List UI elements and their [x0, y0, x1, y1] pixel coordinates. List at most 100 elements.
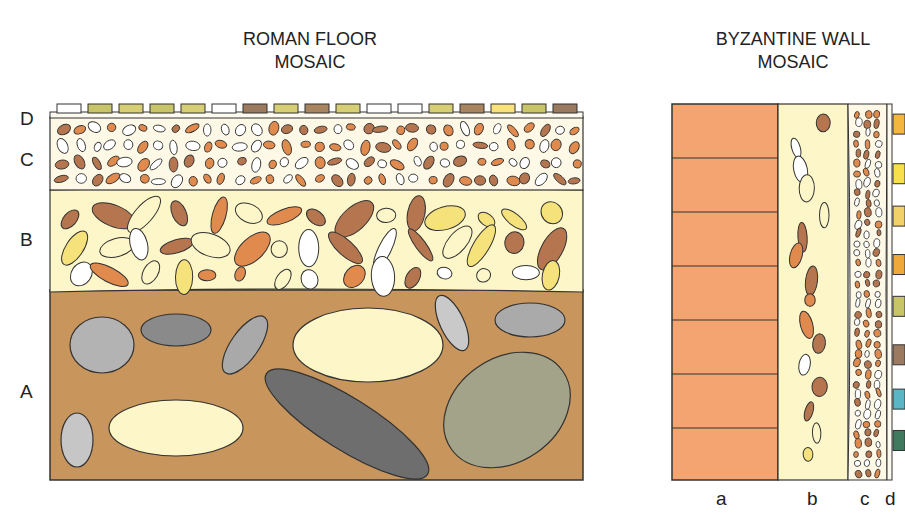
pebble [204, 157, 215, 169]
pebble [854, 328, 859, 337]
pebble [452, 154, 468, 168]
pebble [436, 266, 453, 281]
pebble [876, 441, 881, 448]
pebble [214, 139, 227, 150]
pebble [118, 172, 132, 184]
pebble [857, 211, 862, 220]
pebble [441, 172, 456, 189]
pebble [442, 123, 455, 137]
pebble [865, 338, 872, 348]
pebble [377, 159, 387, 169]
pebble [864, 390, 871, 399]
pebble [804, 265, 819, 296]
pebble [171, 123, 182, 134]
pebble [135, 139, 150, 155]
pebble [874, 291, 880, 298]
pebble [552, 171, 568, 186]
pebble [875, 387, 882, 397]
pebble [282, 173, 294, 185]
pebble [508, 157, 519, 168]
tessera [367, 104, 391, 113]
pebble [865, 428, 872, 436]
pebble [370, 256, 395, 297]
pebble [293, 155, 310, 171]
pebble [811, 377, 827, 397]
tessera [150, 104, 174, 113]
pebble [439, 158, 451, 169]
pebble [55, 159, 70, 170]
pebble [506, 123, 521, 138]
pebble [202, 173, 212, 185]
pebble [853, 170, 861, 178]
pebble [175, 260, 193, 295]
pebble [324, 227, 367, 268]
pebble [232, 199, 266, 228]
tessera [243, 104, 267, 113]
pebble [523, 138, 535, 151]
pebble [220, 123, 231, 136]
tessera [119, 104, 143, 113]
pebble [874, 341, 881, 348]
pebble [864, 330, 870, 338]
tessera [893, 345, 905, 365]
pebble [455, 139, 466, 150]
pebble [854, 311, 862, 319]
pebble [819, 202, 829, 227]
pebble [492, 122, 503, 135]
pebble [342, 138, 356, 152]
pebble [864, 438, 872, 447]
pebble [404, 194, 428, 233]
pebble [185, 140, 200, 151]
layer-letter: d [885, 487, 896, 512]
pebble [874, 168, 881, 178]
pebble [872, 188, 880, 197]
pebble [855, 298, 860, 308]
pebble [299, 124, 309, 135]
pebble [135, 156, 151, 173]
pebble [799, 175, 815, 203]
pebble [863, 421, 870, 428]
tessera [88, 104, 112, 113]
pebble [250, 157, 262, 173]
pebble [864, 290, 871, 298]
pebble [362, 155, 376, 169]
pebble [854, 188, 861, 196]
pebble [855, 419, 862, 430]
brick-joint [672, 211, 778, 212]
pebble [853, 131, 860, 138]
pebble [474, 266, 493, 285]
pebble [874, 409, 881, 419]
pebble [188, 228, 234, 263]
pebble [151, 178, 165, 184]
pebble [488, 174, 499, 187]
pebble [555, 125, 566, 135]
pebble [875, 221, 883, 229]
pebble [539, 123, 553, 139]
pebble [462, 221, 500, 270]
brick-joint [672, 157, 778, 158]
pebble [91, 156, 104, 171]
pebble [75, 137, 87, 152]
pebble [474, 175, 486, 186]
pebble [489, 142, 499, 152]
pebble [233, 265, 248, 282]
pebble [73, 124, 87, 136]
tessera [398, 104, 422, 113]
pebble [314, 173, 325, 183]
pebble [852, 381, 860, 389]
pebble [550, 157, 562, 169]
pebble [116, 156, 133, 168]
tessera [57, 104, 81, 113]
pebble [876, 459, 881, 467]
pebble [875, 360, 881, 368]
pebble [864, 158, 872, 169]
pebble [875, 259, 881, 267]
pebble [812, 333, 827, 354]
pebble [855, 369, 862, 376]
pebble [503, 230, 526, 255]
pebble [866, 199, 872, 208]
pebble [812, 423, 821, 444]
pebble [298, 267, 320, 291]
